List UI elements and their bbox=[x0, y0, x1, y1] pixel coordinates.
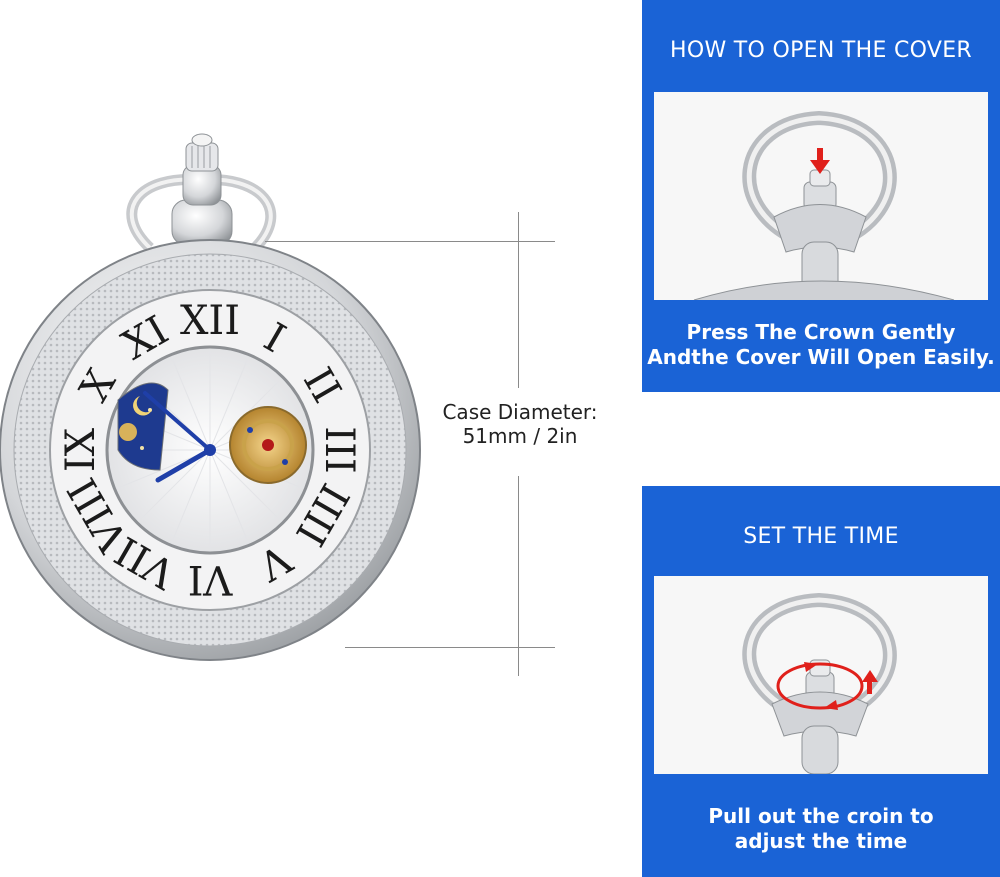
set-time-caption-line2: adjust the time bbox=[734, 829, 908, 853]
pull-arrow-icon bbox=[862, 670, 878, 694]
set-time-title: SET THE TIME bbox=[743, 524, 899, 549]
set-time-caption: Pull out the croin to adjust the time bbox=[642, 804, 1000, 854]
dial-numeral: IX bbox=[58, 427, 104, 472]
open-heart-movement bbox=[229, 406, 307, 484]
set-time-caption-line1: Pull out the croin to bbox=[708, 804, 934, 828]
case-diameter-line2: 51mm / 2in bbox=[462, 424, 578, 448]
set-time-panel: SET THE TIME Pull out the croin to adjus… bbox=[642, 486, 1000, 877]
open-cover-caption-line1: Press The Crown Gently bbox=[686, 320, 956, 344]
case-diameter-line1: Case Diameter: bbox=[442, 400, 598, 424]
crown-pull-illustration bbox=[654, 576, 988, 774]
open-cover-panel: HOW TO OPEN THE COVER Press The Crown Ge… bbox=[642, 0, 1000, 392]
dimension-line-vertical-top bbox=[518, 212, 519, 388]
dial-numeral: VI bbox=[188, 556, 234, 602]
open-cover-title: HOW TO OPEN THE COVER bbox=[670, 38, 972, 63]
case-diameter-label: Case Diameter: 51mm / 2in bbox=[400, 400, 640, 448]
open-cover-caption-line2: Andthe Cover Will Open Easily. bbox=[647, 345, 995, 369]
watch-crown bbox=[171, 133, 233, 246]
press-arrow-icon bbox=[810, 148, 830, 174]
open-cover-photo bbox=[654, 92, 988, 300]
dimension-line-top bbox=[265, 241, 555, 242]
dimension-line-bottom bbox=[345, 647, 555, 648]
dimension-line-vertical-bottom bbox=[518, 476, 519, 676]
watch-hands bbox=[143, 391, 216, 483]
crown-press-illustration bbox=[654, 92, 988, 300]
open-cover-caption: Press The Crown Gently Andthe Cover Will… bbox=[642, 320, 1000, 370]
moon-phase-window bbox=[117, 382, 169, 471]
set-time-photo bbox=[654, 576, 988, 774]
rotate-arrow-icon bbox=[776, 662, 864, 710]
dial-numeral: XII bbox=[180, 298, 240, 344]
dial-numeral: III bbox=[316, 426, 362, 473]
